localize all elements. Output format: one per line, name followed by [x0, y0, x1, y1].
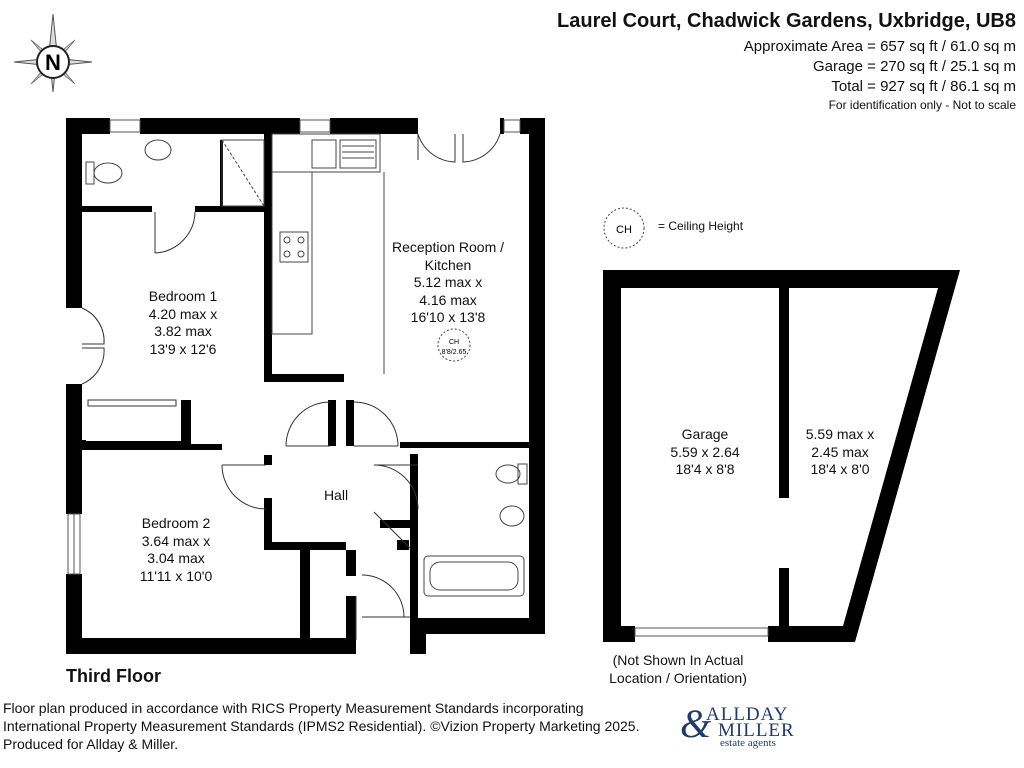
- legend-text: = Ceiling Height: [658, 219, 744, 233]
- logo-line3: estate agents: [720, 737, 776, 749]
- room-garage-store: 5.59 max x 2.45 max 18'4 x 8'0: [790, 426, 890, 479]
- room-dim: 3.82 max: [154, 323, 212, 339]
- floor-label: Third Floor: [66, 666, 161, 686]
- room-name: Hall: [323, 487, 349, 503]
- room-dim: 4.20 max x: [148, 305, 218, 322]
- legend-symbol: CH: [616, 224, 632, 236]
- room-name: Reception Room /: [391, 239, 505, 255]
- room-name: Bedroom 2: [141, 515, 211, 531]
- room-hall: Hall: [316, 487, 356, 505]
- room-dim: 3.64 max x: [141, 532, 211, 549]
- agent-logo: & ALLDAY MILLER estate agents: [680, 701, 800, 754]
- toilet-icon: [85, 161, 95, 185]
- garage-note-line: Location / Orientation): [609, 670, 747, 686]
- logo-line2: MILLER: [718, 720, 795, 741]
- room-name: Bedroom 1: [148, 288, 218, 304]
- garage-area: Garage = 270 sq ft / 25.1 sq m: [812, 58, 1016, 75]
- room-dim-imperial: 11'11 x 10'0: [139, 567, 213, 584]
- fixtures: [85, 133, 528, 597]
- footer-line: Produced for Allday & Miller.: [3, 736, 179, 752]
- bath-icon: [423, 555, 525, 597]
- ceiling-height-marker: CH 8'8/2.65: [437, 328, 471, 362]
- doors: [81, 133, 501, 640]
- footer-line: International Property Measurement Stand…: [3, 718, 640, 734]
- room-dim-imperial: 13'9 x 12'6: [149, 340, 217, 357]
- worktop-top: [271, 133, 381, 173]
- room-garage: Garage 5.59 x 2.64 18'4 x 8'8: [650, 426, 760, 479]
- room-reception: Reception Room / Kitchen 5.12 max x 4.16…: [386, 239, 510, 327]
- hob-icon: [279, 231, 309, 263]
- room-dim-imperial: 18'4 x 8'0: [810, 461, 870, 477]
- basin-icon: [144, 139, 172, 161]
- total-area: Total = 927 sq ft / 86.1 sq m: [831, 78, 1016, 95]
- ceiling-height-legend: CH: [603, 207, 645, 249]
- identification-note: For identification only - Not to scale: [828, 98, 1016, 112]
- garage-walls: [603, 270, 960, 642]
- garage-location-note: (Not Shown In Actual Location / Orientat…: [598, 651, 758, 687]
- compass-icon: N: [13, 13, 93, 93]
- room-dim: 5.59 x 2.64: [670, 443, 740, 460]
- ch-value: 8'8/2.65: [442, 349, 467, 356]
- room-dim: 5.12 max x: [413, 274, 483, 290]
- apartment-walls: [66, 118, 545, 654]
- room-dim: 2.45 max: [811, 443, 869, 460]
- basin2-icon: [499, 505, 525, 527]
- approximate-area: Approximate Area = 657 sq ft / 61.0 sq m: [743, 38, 1016, 55]
- room-dim-imperial: 16'10 x 13'8: [410, 309, 486, 325]
- shower-tray-icon: [221, 139, 265, 207]
- footer-line: Floor plan produced in accordance with R…: [3, 700, 584, 716]
- property-title: Laurel Court, Chadwick Gardens, Uxbridge…: [557, 10, 1016, 32]
- room-dim-imperial: 18'4 x 8'8: [675, 461, 735, 477]
- room-dim: 4.16 max: [419, 291, 477, 308]
- toilet2-icon: [495, 464, 521, 484]
- room-bedroom1: Bedroom 1 4.20 max x 3.82 max 13'9 x 12'…: [128, 288, 238, 358]
- room-name: Garage: [681, 426, 729, 442]
- room-bedroom2: Bedroom 2 3.64 max x 3.04 max 11'11 x 10…: [116, 515, 236, 585]
- room-dim: 3.04 max: [147, 550, 205, 566]
- worktop-left: [271, 171, 313, 335]
- room-dim: 5.59 max x: [805, 426, 875, 442]
- logo-line1: ALLDAY: [706, 704, 789, 725]
- room-name: Kitchen: [424, 256, 472, 273]
- windows: [67, 119, 521, 575]
- logo-ampersand: &: [680, 701, 712, 746]
- ch-symbol: CH: [449, 339, 459, 346]
- compass-letter: N: [45, 50, 61, 75]
- sink-icon: [311, 139, 337, 169]
- toilet-bowl: [93, 162, 123, 184]
- garage-note-line: (Not Shown In Actual: [612, 652, 744, 668]
